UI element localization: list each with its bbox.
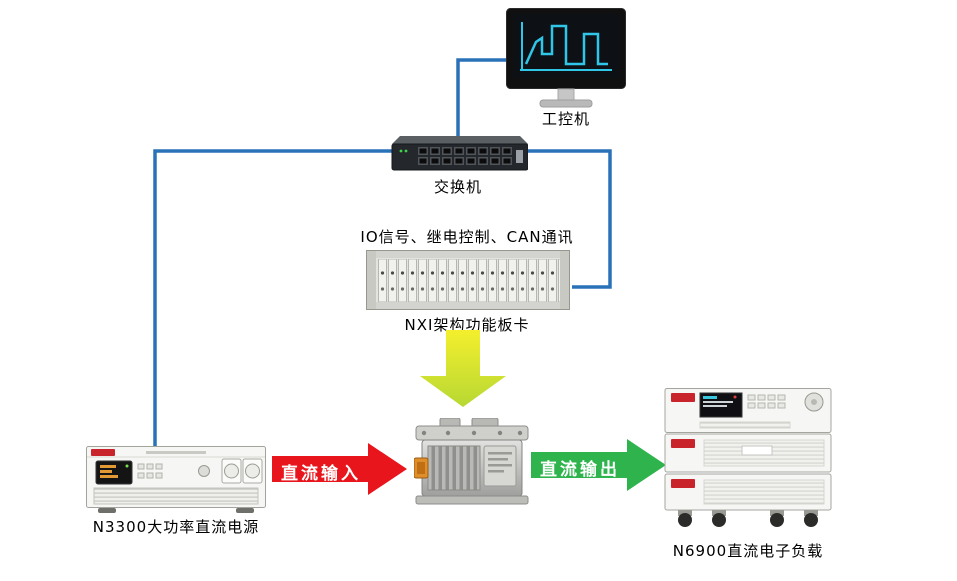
industrial-pc-graphic (506, 8, 626, 110)
nxi-chassis-graphic (366, 250, 570, 310)
load-label: N6900直流电子负载 (672, 542, 824, 560)
load-button (757, 394, 766, 401)
supply-button (146, 463, 154, 470)
supply-display-led (125, 464, 129, 468)
supply-display-text (100, 470, 112, 473)
bus-text: IO信号、继电控制、CAN通讯 (360, 228, 574, 246)
chassis-left-cap (367, 251, 376, 309)
chassis-bottom-rail (367, 302, 569, 309)
waveform-trace (524, 24, 608, 66)
right-arrow-icon (272, 443, 407, 495)
dc-input-label: 直流输入 (281, 464, 361, 484)
switch-top-face (392, 136, 528, 144)
dut-icon (414, 418, 529, 505)
monitor-base (539, 99, 593, 108)
dut-bolt (445, 430, 451, 436)
dut-bolt (421, 430, 427, 436)
dut-label-line (488, 470, 504, 473)
supply-button (146, 472, 154, 479)
load-brand-logo (671, 439, 695, 448)
power-supply-icon (86, 446, 266, 513)
dut-connector-inner (417, 462, 425, 474)
supply-foot (98, 508, 116, 513)
dut-bolt (471, 430, 477, 436)
dut-device-graphic (414, 418, 530, 506)
power-supply-label: N3300大功率直流电源 (92, 518, 260, 536)
nxi-chassis-icon (366, 250, 570, 310)
dut-bolt (497, 430, 503, 436)
electronic-load-icon (664, 388, 832, 527)
dut-bolt (517, 430, 523, 436)
supply-button (137, 463, 145, 470)
chassis-module-slots (378, 259, 560, 302)
load-brand-logo (671, 393, 695, 402)
load-button (767, 394, 776, 401)
load-button (777, 402, 786, 409)
monitor-icon (506, 8, 626, 108)
dc-power-supply-graphic (86, 446, 268, 514)
switch-led (404, 149, 408, 153)
line-pc-to-switch (456, 58, 506, 140)
supply-vent-grille (93, 487, 259, 505)
load-display-text (703, 396, 717, 399)
switch-led (399, 149, 403, 153)
supply-title-text (146, 451, 206, 454)
supply-brand-logo (91, 449, 115, 456)
supply-display-text (100, 465, 116, 468)
electronic-load-graphic (664, 388, 834, 530)
supply-foot (236, 508, 254, 513)
chassis-right-cap (560, 251, 569, 309)
load-vent (703, 479, 825, 505)
right-arrow-icon (531, 439, 666, 491)
supply-outlet (245, 463, 260, 479)
down-arrow-shape (420, 330, 506, 407)
chassis-top-rail (367, 251, 569, 258)
supply-button (155, 472, 163, 479)
nxi-label: NXI架构功能板卡 (404, 316, 530, 334)
down-arrow-icon (420, 330, 506, 407)
load-display-led (733, 395, 737, 399)
caster-wheel (804, 513, 818, 527)
load-knob-center (811, 399, 817, 405)
dut-bottom-flange (415, 495, 529, 505)
dc-input-arrow: 直流输入 (272, 442, 408, 496)
switch-badge (516, 150, 523, 163)
load-display-text (703, 401, 733, 403)
monitor-neck (557, 88, 575, 101)
dut-label-line (488, 452, 512, 455)
right-arrow-shape (531, 439, 666, 491)
supply-button (155, 463, 163, 470)
supply-button (137, 472, 145, 479)
dc-output-label: 直流输出 (540, 460, 620, 480)
control-arrow (418, 330, 508, 408)
dut-cooling-fins (427, 445, 481, 491)
load-button (777, 394, 786, 401)
network-switch-graphic (388, 134, 528, 172)
switch-label: 交换机 (433, 178, 482, 196)
supply-display-text (100, 475, 118, 478)
caster-wheel (712, 513, 726, 527)
load-nameplate (741, 445, 773, 456)
line-switch-to-power-supply (153, 149, 392, 450)
pc-label: 工控机 (541, 110, 590, 128)
switch-icon (391, 136, 528, 171)
supply-knob (198, 465, 210, 477)
load-button (757, 402, 766, 409)
line-switch-to-nxi (525, 149, 612, 289)
supply-outlet (224, 463, 239, 479)
load-button (747, 402, 756, 409)
load-button (747, 394, 756, 401)
dut-label-line (488, 458, 508, 461)
switch-ports (418, 147, 514, 167)
right-arrow-shape (272, 443, 407, 495)
load-display-text (703, 405, 727, 407)
load-brand-logo (671, 479, 695, 488)
caster-wheel (770, 513, 784, 527)
dc-output-arrow: 直流输出 (531, 438, 667, 492)
load-vent (699, 421, 791, 429)
caster-wheel (678, 513, 692, 527)
dut-label-line (488, 464, 512, 467)
load-button (767, 402, 776, 409)
